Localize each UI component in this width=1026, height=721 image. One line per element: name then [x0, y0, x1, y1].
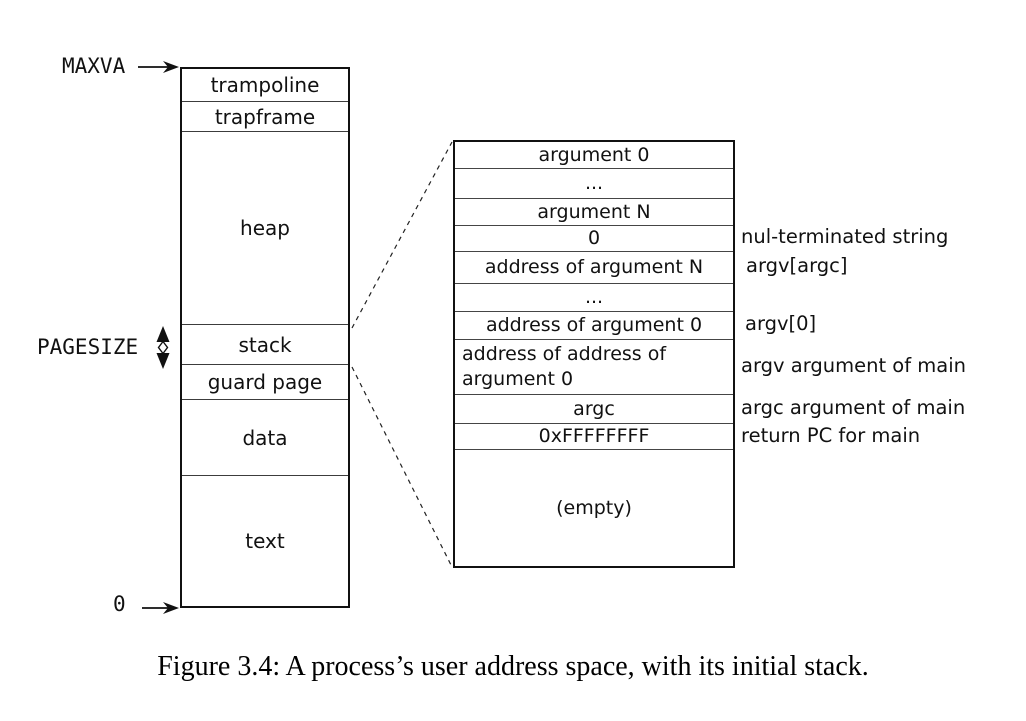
annotation-argv-argument-of-main: argv argument of main	[741, 354, 967, 377]
stack-row-nul: 0	[455, 226, 733, 252]
stack-row-addr-argument-0: address of argument 0	[455, 312, 733, 340]
stack-row-argument-0: argument 0	[455, 142, 733, 169]
stack-row-ellipsis: ...	[455, 169, 733, 199]
dashed-connector-top	[351, 141, 453, 329]
figure-caption: Figure 3.4: A process’s user address spa…	[157, 651, 869, 682]
stack-row-addr-addr-argument-0: address of address of argument 0	[455, 340, 733, 395]
pagesize-extent-arrow-icon	[156, 326, 170, 369]
stack-row-empty: (empty)	[556, 496, 632, 519]
stack-detail-box: argument 0 ... argument N 0 address of a…	[453, 140, 735, 568]
stack-row-addr-argument-n: address of argument N	[455, 252, 733, 284]
pagesize-label: PAGESIZE	[37, 335, 139, 359]
stack-row-return-pc: 0xFFFFFFFF	[455, 424, 733, 450]
segment-guard-page: guard page	[182, 365, 348, 400]
segment-text: text	[245, 529, 285, 553]
segment-data: data	[182, 400, 348, 476]
annotation-return-pc-for-main: return PC for main	[741, 424, 921, 447]
segment-heap: heap	[182, 132, 348, 325]
segment-stack: stack	[182, 325, 348, 365]
stack-row-ellipsis-2: ...	[455, 284, 733, 312]
stack-row-argument-n: argument N	[455, 199, 733, 226]
stack-row-argc: argc	[455, 395, 733, 424]
segment-trampoline: trampoline	[182, 69, 348, 102]
dashed-connector-bottom	[351, 366, 452, 566]
maxva-arrow-icon	[138, 61, 179, 73]
annotation-argc-argument-of-main: argc argument of main	[741, 396, 966, 419]
annotation-argv-0: argv[0]	[745, 312, 817, 335]
zero-arrow-icon	[142, 602, 179, 614]
address-space-box: trampoline trapframe heap stack guard pa…	[180, 67, 350, 608]
segment-trapframe: trapframe	[182, 102, 348, 132]
annotation-nul-terminated-string: nul-terminated string	[741, 225, 949, 248]
annotation-argv-argc: argv[argc]	[746, 254, 848, 277]
zero-label: 0	[113, 592, 126, 616]
maxva-label: MAXVA	[62, 54, 126, 78]
